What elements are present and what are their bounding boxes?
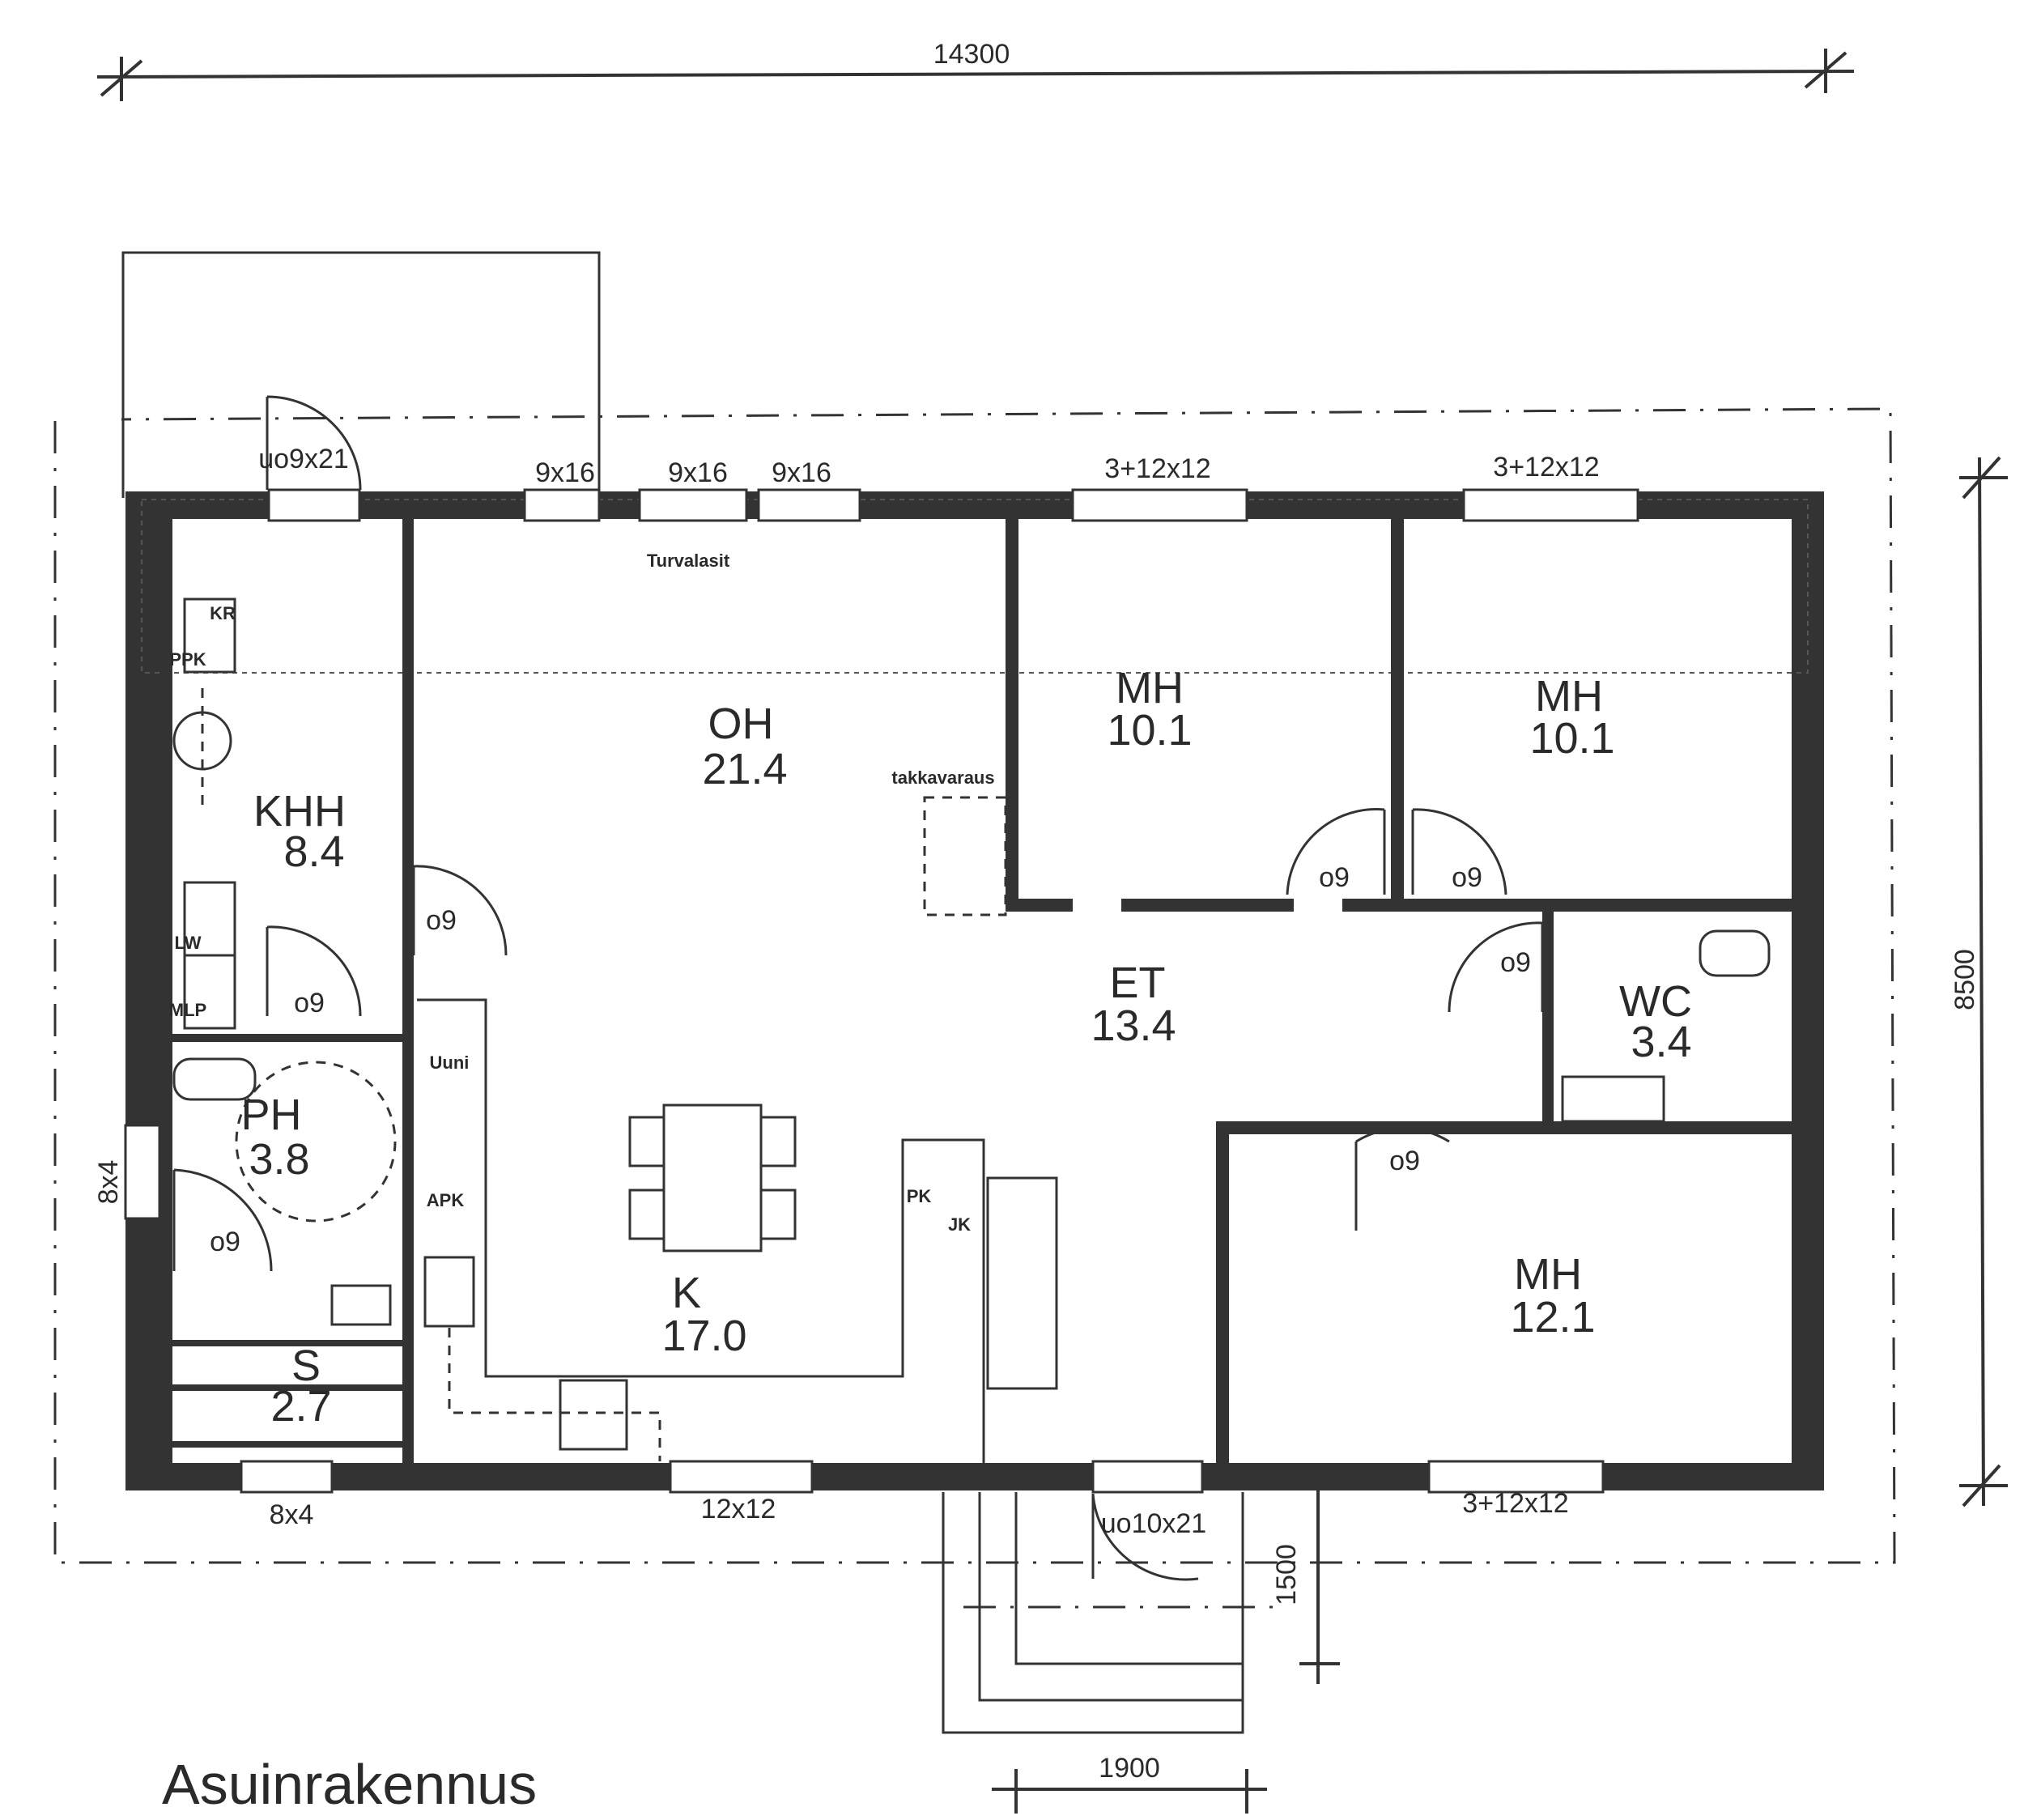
window-west-label: 8x4 [93, 1160, 124, 1205]
fixture-kr-label: KR [210, 603, 236, 623]
room-mh2-name: MH [1535, 672, 1603, 721]
window-s2-label: 12x12 [701, 1494, 776, 1524]
fixture-uuni-label: Uuni [430, 1052, 470, 1073]
window-n2-label: 9x16 [668, 457, 728, 488]
entry-width-label: 1900 [1099, 1753, 1160, 1784]
window-n5-label: 3+12x12 [1493, 452, 1599, 483]
wall-openings [124, 488, 1639, 1494]
room-khh-area: 8.4 [283, 827, 344, 876]
door-khh-oh-label: o9 [426, 905, 457, 936]
window-n4-label: 3+12x12 [1104, 453, 1210, 484]
room-k-name: K [672, 1269, 701, 1317]
dining-table [628, 1103, 797, 1252]
door-mh3-label: o9 [1389, 1146, 1420, 1176]
room-ph-area: 3.8 [249, 1135, 309, 1184]
entry-steps [942, 1492, 1279, 1734]
room-mh1-name: MH [1116, 664, 1184, 712]
room-s-name: S [291, 1342, 321, 1390]
window-n1-label: 9x16 [535, 457, 595, 488]
door-main-north-label: uo9x21 [258, 444, 349, 474]
kitchen-fixtures [172, 597, 1058, 1463]
door-labels: uo9x21 uo10x21 o9 o9 o9 o9 o9 o9 o9 [210, 444, 1531, 1539]
room-wc-area: 3.4 [1631, 1018, 1691, 1066]
room-mh2-area: 10.1 [1529, 714, 1614, 763]
interior-walls [159, 519, 1792, 1463]
room-et-area: 13.4 [1091, 1001, 1176, 1050]
room-et-name: ET [1109, 959, 1165, 1007]
door-wc-label: o9 [1500, 947, 1531, 978]
dimension-depth-label: 8500 [1950, 949, 1980, 1010]
door-ph-label: o9 [210, 1227, 240, 1257]
note-takkavaraus: takkavaraus [891, 768, 994, 788]
room-s-area: 2.7 [270, 1382, 331, 1431]
dimension-width: 14300 [96, 39, 1855, 101]
dimension-width-label: 14300 [933, 39, 1010, 70]
room-oh-area: 21.4 [702, 745, 787, 793]
north-terrace [121, 251, 601, 498]
room-mh3-area: 12.1 [1510, 1293, 1595, 1342]
door-khh-ph-label: o9 [294, 988, 325, 1018]
window-s1-label: 8x4 [270, 1499, 314, 1530]
room-khh-name: KHH [253, 787, 346, 836]
door-mh1-label: o9 [1319, 862, 1350, 893]
room-k-area: 17.0 [661, 1312, 746, 1360]
fixture-apk-label: APK [427, 1190, 465, 1210]
room-ph-name: PH [240, 1091, 301, 1139]
room-oh-name: OH [708, 700, 774, 748]
window-s3-label: 3+12x12 [1462, 1488, 1568, 1519]
drawing-title: Asuinrakennus [162, 1753, 537, 1816]
entry-depth-label: 1500 [1271, 1544, 1302, 1605]
fixture-lw-label: LW [175, 933, 202, 953]
fixture-labels: KR PPK LW MLP Uuni APK PK JK [169, 603, 971, 1235]
fixture-pk-label: PK [907, 1186, 932, 1206]
room-mh1-area: 10.1 [1107, 706, 1192, 755]
roof-outline [53, 407, 1896, 1564]
room-labels: KHH 8.4 OH 21.4 MH 10.1 MH 10.1 ET 13.4 … [240, 664, 1691, 1431]
fireplace-reservation [923, 796, 1007, 916]
door-swings [172, 395, 1544, 1581]
door-mh2-label: o9 [1452, 862, 1482, 893]
door-main-south-label: uo10x21 [1101, 1508, 1206, 1539]
bathroom-fixtures [172, 929, 1771, 1326]
fixture-ppk-label: PPK [169, 649, 206, 670]
fixture-mlp-label: MLP [169, 1000, 206, 1020]
window-n3-label: 9x16 [772, 457, 831, 488]
entry-dimensions: 1900 1500 [992, 1486, 1340, 1814]
window-labels: 9x16 9x16 9x16 3+12x12 3+12x12 8x4 8x4 1… [93, 452, 1600, 1530]
room-wc-name: WC [1619, 977, 1692, 1026]
fixture-jk-label: JK [948, 1214, 971, 1235]
dimension-depth: 8500 [1950, 456, 2008, 1507]
note-turvalasit: Turvalasit [647, 551, 730, 571]
room-mh3-name: MH [1514, 1250, 1582, 1299]
